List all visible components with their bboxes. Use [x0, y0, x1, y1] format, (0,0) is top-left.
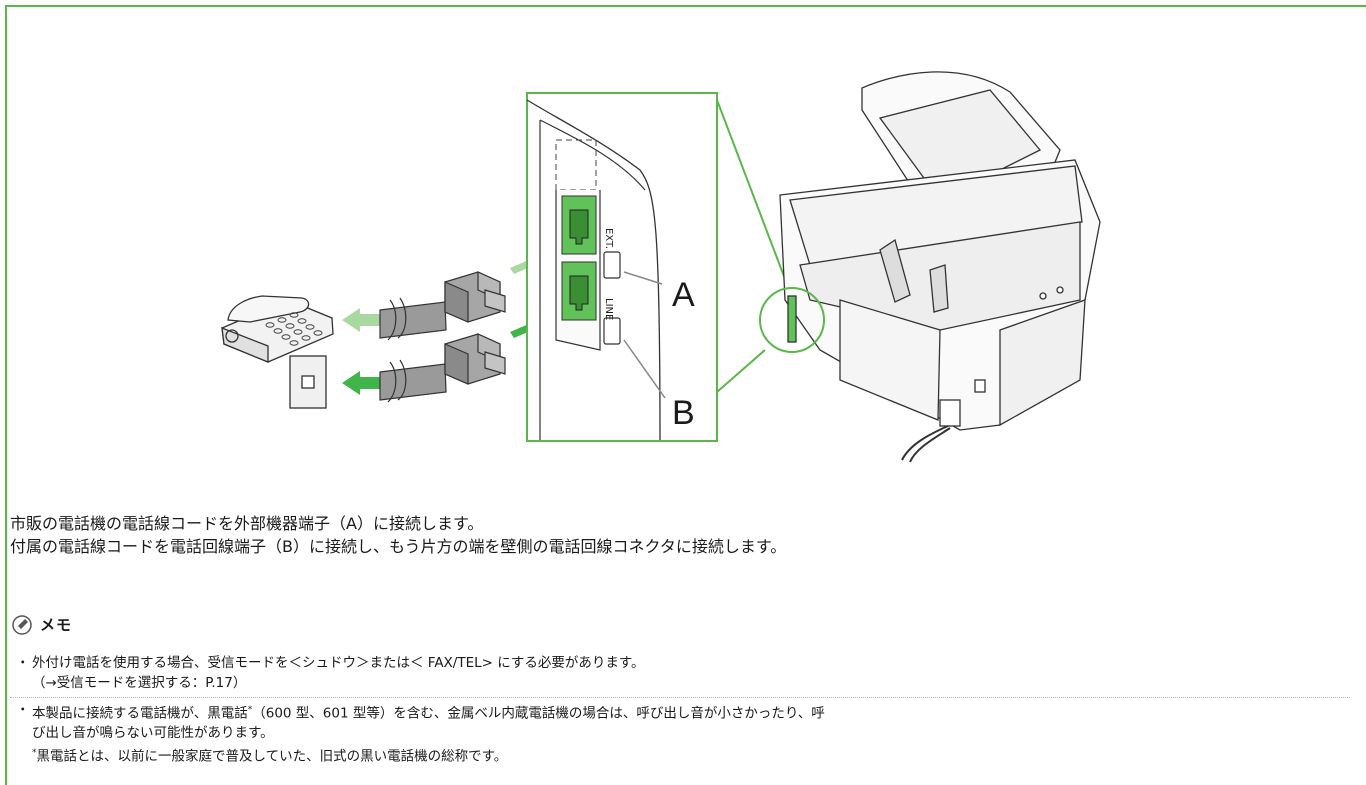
instruction-line-1: 市販の電話機の電話線コードを外部機器端子（A）に接続します。 [10, 514, 484, 533]
zoom-inset: EXT. LINE [526, 92, 718, 442]
divider [10, 697, 1350, 698]
ext-port-label: EXT. [603, 228, 614, 249]
memo-item-text-start: 本製品に接続する電話機が、黒電話 [32, 705, 248, 722]
footnote-mark: * [247, 705, 253, 715]
memo-bullet: ・ [16, 702, 30, 718]
printer-port-highlight [759, 287, 825, 353]
printer-illustration [779, 71, 1101, 463]
memo-item-text-end: （600 型、601 型等）を含む、金属ベル内蔵電話機の場合は、呼び出し音が小さ… [252, 705, 825, 722]
zoom-connector-top [716, 99, 794, 301]
memo-item-2: ・ 本製品に接続する電話機が、黒電話*（600 型、601 型等）を含む、金属ベ… [10, 701, 1350, 767]
instructions: 市販の電話機の電話線コードを外部機器端子（A）に接続します。 付属の電話線コード… [10, 512, 786, 558]
lower-cord [379, 333, 506, 403]
memo-item-1: ・ 外付け電話を使用する場合、受信モードを＜シュドウ＞または＜ FAX/TEL>… [10, 654, 1350, 693]
footnote-mark: * [32, 747, 37, 758]
memo-item-reference: （→受信モードを選択する：P.17） [32, 674, 247, 691]
memo-bullet: ・ [16, 655, 30, 671]
line-port-label: LINE [603, 298, 614, 320]
memo-header: メモ [12, 614, 72, 635]
arrow-to-phone-icon [342, 308, 380, 332]
memo-list: ・ 外付け電話を使用する場合、受信モードを＜シュドウ＞または＜ FAX/TEL>… [10, 654, 1350, 767]
pencil-icon [12, 614, 32, 635]
label-b: B [672, 394, 695, 432]
footnote-text: 黒電話とは、以前に一般家庭で普及していた、旧式の黒い電話機の総称です。 [36, 748, 508, 764]
footnote: *黒電話とは、以前に一般家庭で普及していた、旧式の黒い電話機の総称です。 [32, 744, 1350, 767]
zoom-connector-bottom [716, 349, 766, 393]
page-frame [5, 5, 1366, 785]
arrow-to-outlet-icon [342, 371, 380, 395]
memo-item-text: 外付け電話を使用する場合、受信モードを＜シュドウ＞または＜ FAX/TEL> に… [32, 655, 645, 671]
instruction-line-2: 付属の電話線コードを電話回線端子（B）に接続し、もう片方の端を壁側の電話回線コネ… [10, 537, 787, 556]
upper-cord [379, 271, 506, 341]
connection-diagram: EXT. LINE A B [221, 71, 1101, 463]
label-a: A [672, 276, 695, 314]
telephone-illustration [221, 295, 334, 363]
memo-title: メモ [40, 616, 73, 634]
wall-outlet-illustration [289, 355, 327, 409]
memo-item-continuation: び出し音が鳴らない可能性があります。 [32, 725, 274, 741]
